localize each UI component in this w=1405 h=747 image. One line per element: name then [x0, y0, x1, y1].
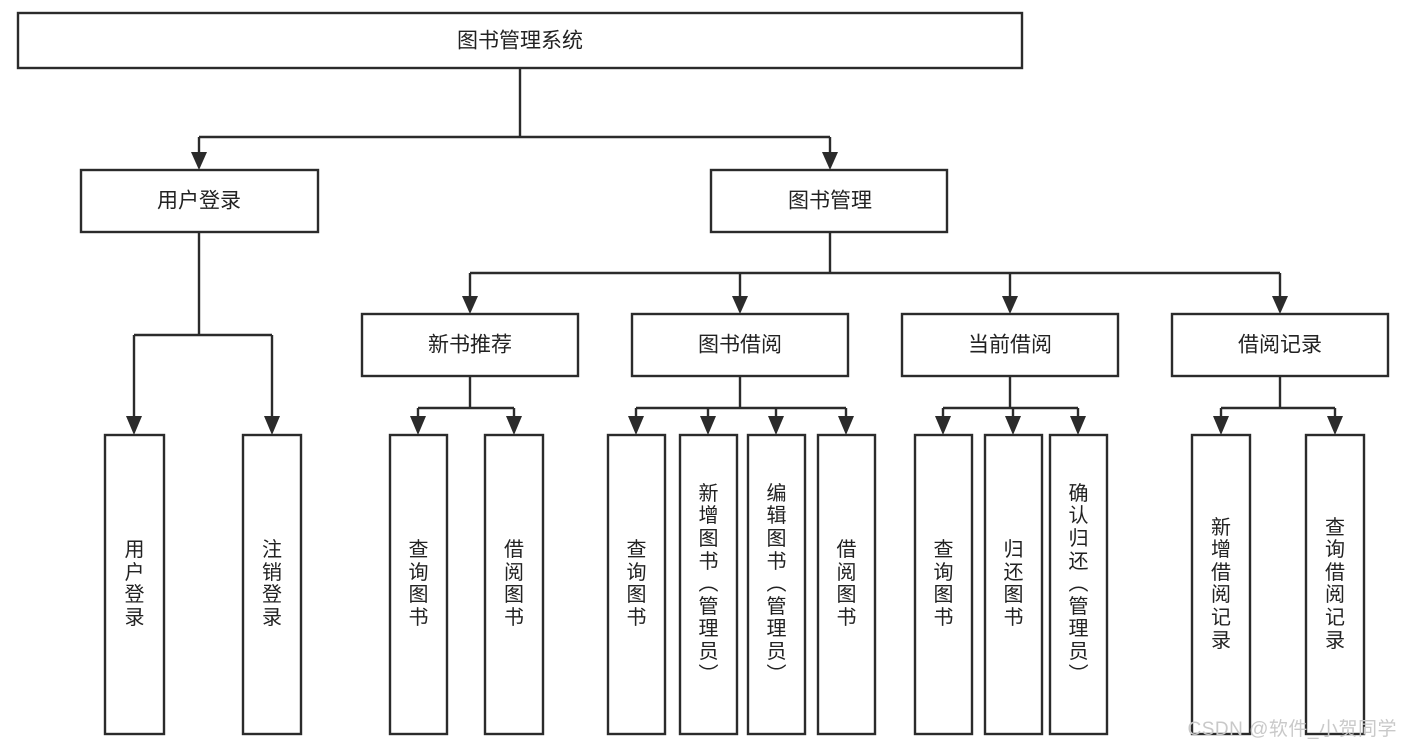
arrow-head-leaf-return-book: [1005, 416, 1021, 435]
node-label-current-borrow: 当前借阅: [968, 334, 1052, 357]
arrow-head-leaf-user-login: [126, 416, 142, 435]
node-box-current-borrow[interactable]: [900, 312, 1120, 378]
arrow-head-leaf-logout: [264, 416, 280, 435]
node-label-book-manage: 图书管理: [788, 190, 872, 213]
node-box-leaf-edit-book-admin[interactable]: [746, 433, 807, 736]
node-box-borrow-record[interactable]: [1170, 312, 1390, 378]
arrow-head-current-borrow: [1002, 296, 1018, 314]
arrow-head-leaf-edit-book-admin: [768, 416, 784, 435]
node-box-leaf-borrow-book-rec[interactable]: [483, 433, 545, 736]
arrow-head-book-manage: [822, 152, 838, 170]
arrow-head-leaf-query-book-rec: [410, 416, 426, 435]
node-box-leaf-logout[interactable]: [241, 433, 303, 736]
node-layer: 图书管理系统 用户登录 图书管理 新书推荐 图书借阅 当前借阅 借阅记录: [16, 11, 1390, 378]
node-label-new-book-rec: 新书推荐: [428, 334, 512, 357]
arrow-head-leaf-add-borrow-record: [1213, 416, 1229, 435]
arrow-head-borrow-record: [1272, 296, 1288, 314]
arrow-head-user-login: [191, 152, 207, 170]
arrow-head-leaf-query-borrow-record: [1327, 416, 1343, 435]
arrow-head-leaf-confirm-return-admin: [1070, 416, 1086, 435]
node-box-leaf-add-borrow-record[interactable]: [1190, 433, 1252, 736]
node-box-leaf-query-book-rec[interactable]: [388, 433, 449, 736]
node-box-leaf-borrow-book[interactable]: [816, 433, 877, 736]
leaf-node-layer: [103, 433, 1366, 736]
node-label-root: 图书管理系统: [457, 30, 583, 53]
node-label-book-borrow: 图书借阅: [698, 334, 782, 357]
arrow-head-leaf-query-book-current: [935, 416, 951, 435]
node-box-root[interactable]: [16, 11, 1024, 70]
node-box-leaf-query-book-borrow[interactable]: [606, 433, 667, 736]
arrow-head-book-borrow: [732, 296, 748, 314]
node-box-leaf-user-login[interactable]: [103, 433, 166, 736]
arrow-head-new-book-rec: [462, 296, 478, 314]
arrow-head-leaf-borrow-book-rec: [506, 416, 522, 435]
node-box-leaf-query-book-current[interactable]: [913, 433, 974, 736]
node-box-leaf-return-book[interactable]: [983, 433, 1044, 736]
node-box-book-borrow[interactable]: [630, 312, 850, 378]
node-box-leaf-query-borrow-record[interactable]: [1304, 433, 1366, 736]
connector-layer: [126, 68, 1343, 435]
node-box-new-book-rec[interactable]: [360, 312, 580, 378]
arrow-head-leaf-borrow-book: [838, 416, 854, 435]
node-box-book-manage[interactable]: [709, 168, 949, 234]
node-box-leaf-confirm-return-admin[interactable]: [1048, 433, 1109, 736]
node-label-user-login: 用户登录: [157, 190, 241, 213]
arrow-head-leaf-query-book-borrow: [628, 416, 644, 435]
node-label-borrow-record: 借阅记录: [1238, 334, 1322, 357]
node-box-user-login[interactable]: [79, 168, 320, 234]
node-box-leaf-add-book-admin[interactable]: [678, 433, 739, 736]
arrow-head-leaf-add-book-admin: [700, 416, 716, 435]
